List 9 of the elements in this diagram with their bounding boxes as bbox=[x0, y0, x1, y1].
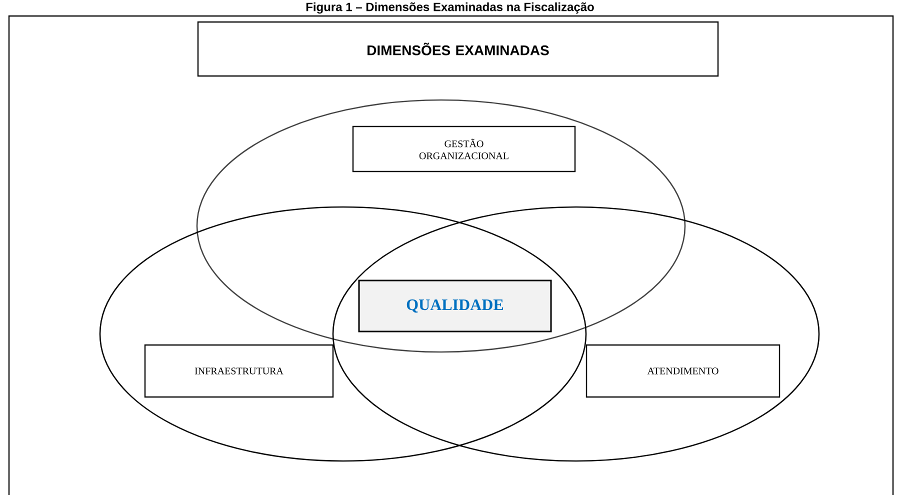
venn-ellipse bbox=[332, 206, 820, 462]
figure-title: Figura 1 – Dimensões Examinadas na Fiscalização bbox=[304, 1, 596, 15]
venn-ellipse bbox=[99, 206, 587, 462]
venn-ellipse bbox=[196, 99, 686, 353]
center-box: QUALIDADE bbox=[358, 280, 552, 332]
title-box: DIMENSÕES EXAMINADAS bbox=[197, 21, 719, 77]
category-box: GESTÃO ORGANIZACIONAL bbox=[352, 126, 576, 172]
category-box: INFRAESTRUTURA bbox=[144, 344, 334, 398]
category-box: ATENDIMENTO bbox=[586, 344, 780, 398]
